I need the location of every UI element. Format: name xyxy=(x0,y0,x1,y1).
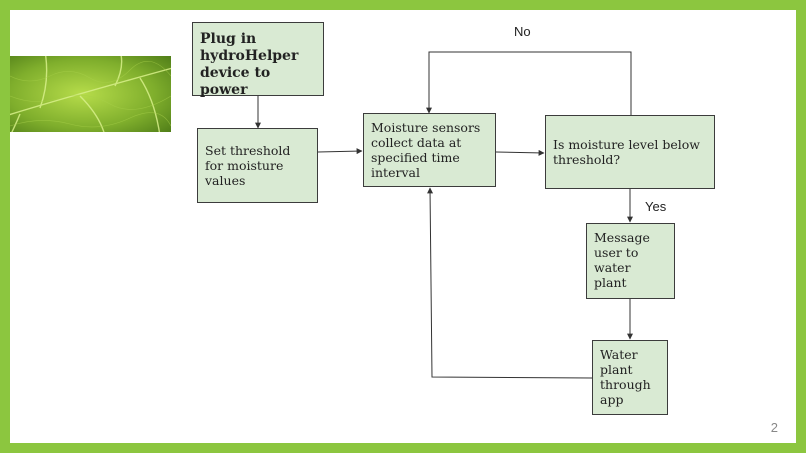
node-is-moisture-below-text: Is moisture level below threshold? xyxy=(553,137,700,167)
flow-connectors xyxy=(255,51,633,379)
arrow-sensors-to-decision xyxy=(495,149,545,156)
node-message-user: Message user to water plant xyxy=(586,223,675,299)
node-water-plant: Water plant through app xyxy=(592,340,668,415)
edge-label-yes: Yes xyxy=(645,199,667,214)
leaf-photo-icon xyxy=(10,56,171,132)
node-sensors-collect: Moisture sensors collect data at specifi… xyxy=(363,113,496,187)
slide-number: 2 xyxy=(770,420,778,435)
slide: Plug in hydroHelper device to power Set … xyxy=(10,10,796,443)
arrow-no-loop xyxy=(426,51,632,115)
node-is-moisture-below: Is moisture level below threshold? xyxy=(545,115,715,189)
node-set-threshold: Set threshold for moisture values xyxy=(197,128,318,203)
node-set-threshold-text: Set threshold for moisture values xyxy=(205,143,291,188)
arrow-water-to-sensors xyxy=(427,187,593,379)
edge-label-no: No xyxy=(514,24,531,39)
node-plug-in: Plug in hydroHelper device to power xyxy=(192,22,324,98)
arrow-threshold-to-sensors xyxy=(317,148,363,155)
